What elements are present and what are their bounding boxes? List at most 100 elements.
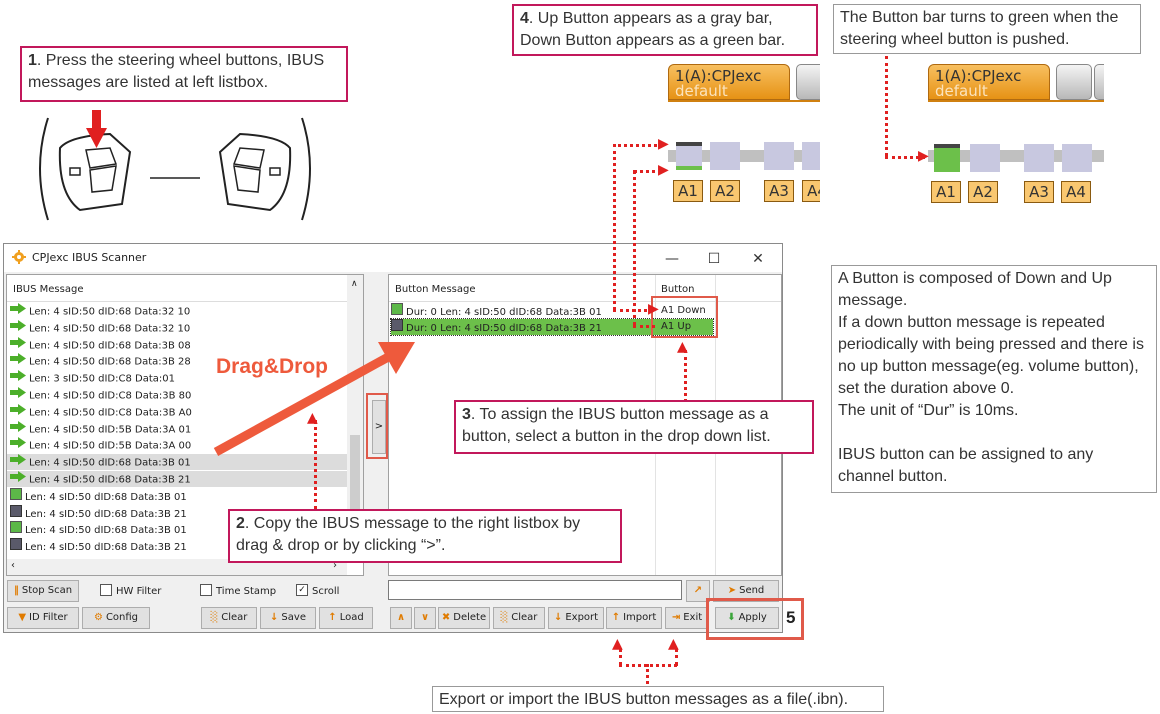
channel-button-a4[interactable]: A4 — [802, 180, 820, 202]
left-clear-button[interactable]: ░Clear — [201, 607, 257, 629]
gray-square-icon — [10, 538, 22, 556]
exit-button[interactable]: ⇥Exit — [665, 607, 709, 629]
channel-button-2-a3[interactable]: A3 — [1024, 181, 1054, 203]
ibus-list-item[interactable]: Len: 4 sID:50 dID:68 Data:32 10 — [7, 319, 348, 336]
close-button[interactable]: ✕ — [752, 251, 764, 267]
apply-button[interactable]: ⬇Apply — [715, 607, 779, 629]
arrow-right-down2-icon: ▶ — [648, 301, 659, 317]
channel-tab-next[interactable] — [796, 64, 820, 100]
scroll-up-arrow-icon[interactable]: ∧ — [351, 279, 358, 289]
note-step-3-text: . To assign the IBUS button message as a… — [462, 406, 771, 445]
scroll-checkbox[interactable]: ✓Scroll — [296, 584, 339, 599]
time-stamp-checkbox[interactable]: Time Stamp — [200, 584, 276, 599]
ibus-list-item[interactable]: Len: 4 sID:50 dID:68 Data:3B 01 — [7, 521, 348, 537]
export-button[interactable]: ↓Export — [548, 607, 604, 629]
config-button[interactable]: ⚙Config — [82, 607, 150, 629]
history-button[interactable]: ↗ — [686, 580, 710, 602]
load-button[interactable]: ↑Load — [319, 607, 373, 629]
ibus-list-item-text: Len: 4 sID:50 dID:68 Data:3B 28 — [29, 356, 191, 368]
note-step-2-number: 2 — [236, 515, 245, 532]
bar-2-a3 — [1024, 144, 1054, 172]
import-button[interactable]: ↑Import — [606, 607, 662, 629]
ibus-list-item[interactable]: Len: 4 sID:50 dID:68 Data:3B 21 — [7, 471, 348, 487]
right-clear-button[interactable]: ░Clear — [493, 607, 545, 629]
channel-button-a1[interactable]: A1 — [673, 180, 703, 202]
ibus-list-item[interactable]: Len: 4 sID:50 dID:68 Data:32 10 — [7, 303, 348, 319]
hw-filter-box[interactable] — [100, 584, 112, 596]
config-gear-icon: ⚙ — [93, 612, 103, 623]
steering-wheel-illustration — [39, 110, 311, 221]
channel-button-2-a1[interactable]: A1 — [931, 181, 961, 203]
button-assign-dropdown[interactable]: A1 Down — [661, 305, 706, 316]
channel-button-a3[interactable]: A3 — [764, 180, 794, 202]
channel-tab[interactable]: 1(A):CPJexc default — [668, 64, 790, 100]
arrow-up-import-icon: ▲ — [612, 636, 623, 652]
green-arrow-icon — [10, 387, 26, 404]
green-arrow-icon — [10, 437, 26, 454]
scroll-right-arrow-icon[interactable]: › — [333, 560, 337, 571]
note-green-bar-text: The Button bar turns to green when the s… — [840, 9, 1119, 48]
left-vscrollbar[interactable]: ∧ — [347, 275, 363, 559]
maximize-button[interactable]: ☐ — [707, 251, 721, 267]
ibus-list-item[interactable]: Len: 4 sID:50 dID:C8 Data:3B A0 — [7, 403, 348, 420]
left-hscrollbar[interactable]: ‹ › — [7, 559, 347, 575]
ibus-list-item[interactable]: Len: 4 sID:50 dID:5B Data:3A 00 — [7, 437, 348, 453]
ibus-list-item-text: Len: 4 sID:50 dID:68 Data:3B 01 — [25, 525, 187, 537]
ibus-list-item[interactable]: Len: 4 sID:50 dID:68 Data:3B 21 — [7, 504, 348, 521]
send-button[interactable]: ➤Send — [713, 580, 779, 602]
ibus-header-line — [7, 301, 347, 302]
button-assign-dropdown[interactable]: A1 Up — [661, 321, 692, 332]
channel-panel-before: 1(A):CPJexc default A1 A2 A3 A4 — [668, 64, 820, 214]
move-up-button[interactable]: ∧ — [390, 607, 412, 629]
note-step-3-number: 3 — [462, 406, 471, 423]
window-title: CPJexc IBUS Scanner — [32, 251, 147, 264]
move-to-right-button[interactable]: > — [372, 400, 386, 454]
ibus-list-item-text: Len: 4 sID:50 dID:68 Data:3B 01 — [29, 457, 191, 469]
ibus-list-item[interactable]: Len: 4 sID:50 dID:C8 Data:3B 80 — [7, 387, 348, 403]
save-button[interactable]: ↓Save — [260, 607, 316, 629]
green-arrow-icon — [10, 353, 26, 370]
ibus-list-item[interactable]: Len: 4 sID:50 dID:68 Data:3B 28 — [7, 353, 348, 369]
move-down-button[interactable]: ∨ — [414, 607, 436, 629]
stop-scan-button[interactable]: ‖Stop Scan — [7, 580, 79, 602]
ibus-list-item[interactable]: Len: 4 sID:50 dID:68 Data:3B 01 — [7, 487, 348, 504]
exit-icon: ⇥ — [671, 612, 681, 623]
download-icon: ↓ — [270, 612, 279, 623]
channel-button-2-a2[interactable]: A2 — [968, 181, 998, 203]
ibus-list-item[interactable]: Len: 4 sID:50 dID:68 Data:3B 08 — [7, 336, 348, 353]
ibus-list-item[interactable]: Len: 4 sID:50 dID:5B Data:3A 01 — [7, 420, 348, 437]
green-arrow-icon — [10, 370, 26, 387]
scroll-box-checked[interactable]: ✓ — [296, 584, 308, 596]
hw-filter-checkbox[interactable]: HW Filter — [100, 584, 161, 599]
channel-button-2-a4[interactable]: A4 — [1061, 181, 1091, 203]
bar-a4 — [802, 142, 820, 170]
bar-a3 — [764, 142, 794, 170]
arrow-up-step2-icon: ▲ — [307, 410, 318, 426]
green-square-icon — [10, 521, 22, 539]
channel-button-a2[interactable]: A2 — [710, 180, 740, 202]
channel-tab-2-next[interactable] — [1056, 64, 1092, 100]
note-step-3: 3. To assign the IBUS button message as … — [454, 400, 814, 454]
delete-button[interactable]: ✖Delete — [438, 607, 490, 629]
minimize-button[interactable]: — — [665, 251, 679, 267]
button-header: Button — [661, 284, 695, 295]
ibus-list-item[interactable]: Len: 4 sID:50 dID:68 Data:3B 01 — [7, 454, 348, 471]
time-stamp-box[interactable] — [200, 584, 212, 596]
note-step-4: 4. Up Button appears as a gray bar, Down… — [512, 4, 818, 56]
arrow-up-step3-icon: ▲ — [677, 339, 688, 355]
ibus-list-item[interactable]: Len: 3 sID:50 dID:C8 Data:01 — [7, 370, 348, 386]
note-info-line-3: The unit of “Dur” is 10ms. — [838, 402, 1019, 419]
scroll-left-arrow-icon[interactable]: ‹ — [11, 560, 15, 571]
ibus-list-item[interactable]: Len: 4 sID:50 dID:68 Data:3B 21 — [7, 538, 348, 554]
dotted-line-green-b — [885, 156, 925, 159]
left-vscroll-thumb[interactable] — [350, 435, 360, 555]
channel-tab-2-next-2[interactable] — [1094, 64, 1104, 100]
apply-icon: ⬇ — [727, 612, 736, 623]
id-filter-button[interactable]: ▼ID Filter — [7, 607, 79, 629]
send-input[interactable] — [388, 580, 682, 600]
note-button-info: A Button is composed of Down and Up mess… — [831, 265, 1157, 493]
button-message-header: Button Message — [395, 284, 476, 295]
channel-tab-2[interactable]: 1(A):CPJexc default — [928, 64, 1050, 100]
